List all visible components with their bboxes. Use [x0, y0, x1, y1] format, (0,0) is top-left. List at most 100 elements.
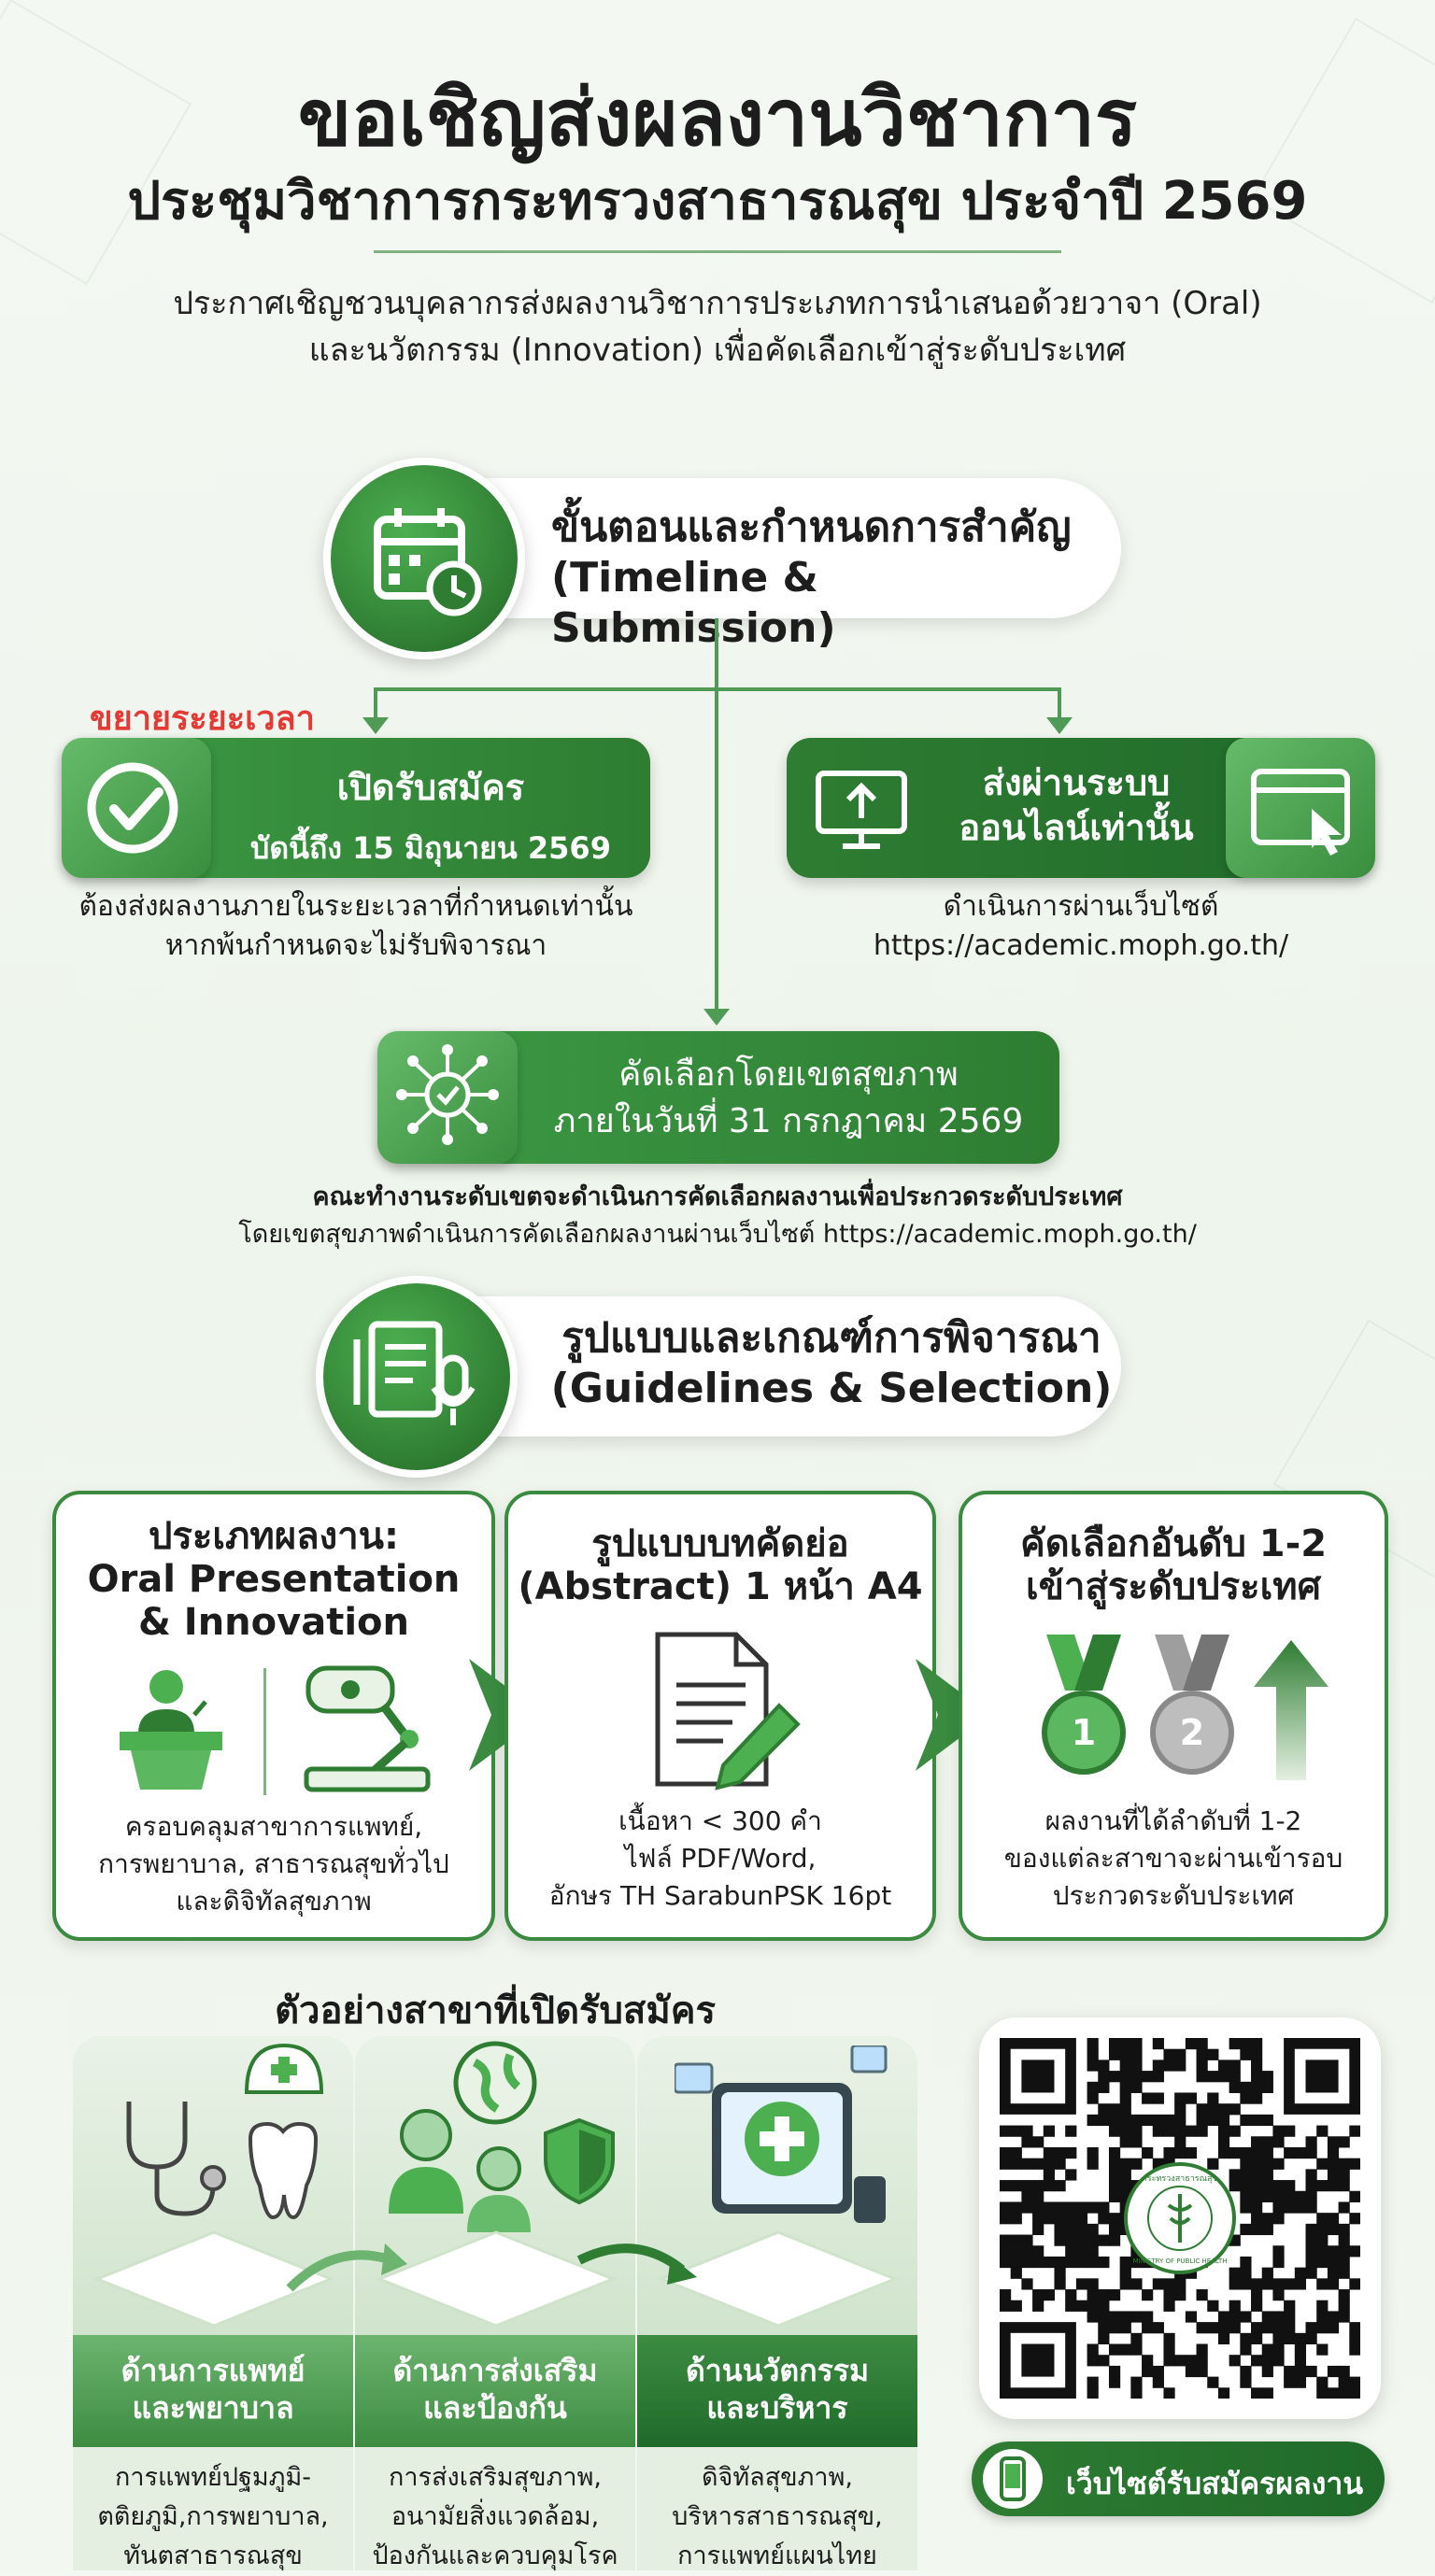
seal-bottom-text: MINISTRY OF PUBLIC HEALTH [1133, 2258, 1228, 2265]
card-text-line-2: การพยาบาล, สาธารณสุขทั่วไป [98, 1848, 449, 1879]
connector-line [715, 618, 718, 689]
connector-line [374, 687, 377, 721]
intro-line-1: ประกาศเชิญชวนบุคลากรส่งผลงานวิชาการประเภ… [173, 285, 1262, 322]
branch-desc-line-3: ทันตสาธารณสุข [123, 2541, 303, 2570]
region-selection-box: คัดเลือกโดยเขตสุขภาพ ภายในวันที่ 31 กรกฎ… [377, 1031, 1059, 1164]
region-selection-title: คัดเลือกโดยเขตสุขภาพ [618, 1055, 959, 1094]
card-text-line-1: ครอบคลุมสาขาการแพทย์, [124, 1811, 423, 1842]
branch-title-line-1: ด้านการส่งเสริม [392, 2353, 598, 2388]
intro-text: ประกาศเชิญชวนบุคลากรส่งผลงานวิชาการประเภ… [112, 280, 1323, 374]
extended-deadline-badge: ขยายระยะเวลา [90, 700, 315, 738]
timeline-heading-th: ขั้นตอนและกำหนดการสำคัญ [551, 503, 1072, 551]
medal-second-label: 2 [1180, 1712, 1204, 1753]
network-check-icon [377, 1031, 518, 1164]
branch-innovation-desc: ดิจิทัลสุขภาพ, บริหารสาธารณสุข, การแพทย์… [637, 2447, 917, 2570]
arrow-down-icon [703, 1009, 730, 1026]
card-title-line-3: & Innovation [138, 1601, 409, 1644]
upload-computer-icon [805, 751, 917, 863]
region-note-line-2: โดยเขตสุขภาพดำเนินการคัดเลือกผลงานผ่านเว… [238, 1220, 1197, 1249]
branch-title-line-2: และป้องกัน [423, 2390, 567, 2426]
card-text-line-2: ไฟล์ PDF/Word, [624, 1843, 817, 1874]
branch-title-line-1: ด้านการแพทย์ [121, 2353, 305, 2388]
curved-arrow-icon [286, 2243, 407, 2292]
guidelines-heading-th: รูปแบบและเกณฑ์การพิจารณา [561, 1314, 1101, 1362]
card-text-line-3: และดิจิทัลสุขภาพ [176, 1886, 372, 1917]
open-note-line-2: หากพ้นกำหนดจะไม่รับพิจารณา [164, 929, 547, 962]
open-registration-note: ต้องส่งผลงานภายในระยะเวลาที่กำหนดเท่านั้… [52, 887, 660, 966]
robot-arm-icon [304, 1665, 431, 1792]
region-selection-note: คณะทำงานระดับเขตจะดำเนินการคัดเลือกผลงาน… [149, 1179, 1286, 1253]
branch-desc-line-1: ดิจิทัลสุขภาพ, [702, 2463, 853, 2492]
branch-innovation-illustration [637, 2036, 917, 2354]
card-text-line-1: เนื้อหา < 300 คำ [618, 1805, 822, 1836]
nurse-cap-icon [244, 2043, 324, 2094]
card-text-line-3: ประกวดระดับประเทศ [1052, 1880, 1295, 1911]
tooth-icon [248, 2121, 319, 2220]
branch-desc-line-3: การแพทย์แผนไทย [677, 2541, 877, 2570]
timeline-heading-en: (Timeline & Submission) [551, 554, 836, 652]
qr-code-frame[interactable]: กระทรวงสาธารณสุข MINISTRY OF PUBLIC HEAL… [979, 2017, 1381, 2419]
card-text-line-1: ผลงานที่ได้ลำดับที่ 1-2 [1044, 1805, 1302, 1836]
platform-icon [92, 2230, 335, 2328]
medal-second-icon: 2 [1150, 1635, 1234, 1775]
national-selection-card: คัดเลือกอันดับ 1-2 เข้าสู่ระดับประเทศ 1 … [959, 1491, 1388, 1941]
document-pencil-icon [655, 1632, 801, 1790]
branch-desc-line-2: ตติยภูมิ,การพยาบาล, [97, 2502, 329, 2531]
card-title-line-2: เข้าสู่ระดับประเทศ [1025, 1565, 1321, 1608]
online-submission-box: ส่งผ่านระบบ ออนไลน์เท่านั้น [787, 738, 1375, 878]
branch-prevention-illustration [355, 2036, 635, 2354]
online-note-line-1: ดำเนินการผ่านเว็บไซต์ [943, 890, 1219, 923]
arrow-up-icon [1254, 1640, 1328, 1780]
open-note-line-1: ต้องส่งผลงานภายในระยะเวลาที่กำหนดเท่านั้… [78, 890, 633, 923]
stethoscope-icon [126, 2102, 226, 2216]
document-microphone-icon [316, 1276, 518, 1478]
open-registration-date: บัดนี้ถึง 15 มิถุนายน 2569 [250, 830, 611, 866]
branch-title-line-2: และพยาบาล [132, 2390, 294, 2426]
registration-website-label: เว็บไซต์รับสมัครผลงาน [1065, 2466, 1364, 2501]
registration-website-button[interactable]: เว็บไซต์รับสมัครผลงาน [972, 2442, 1385, 2516]
online-title-line-2: ออนไลน์เท่านั้น [959, 807, 1194, 848]
region-selection-date: ภายในวันที่ 31 กรกฎาคม 2569 [553, 1102, 1024, 1140]
online-submission-note: ดำเนินการผ่านเว็บไซต์ https://academic.m… [787, 887, 1375, 966]
branch-desc-line-1: การแพทย์ปฐมภูมิ- [114, 2463, 311, 2492]
podium-speaker-icon [120, 1670, 222, 1790]
connector-line [715, 689, 718, 1012]
branch-desc-line-3: ป้องกันและควบคุมโรค [372, 2541, 618, 2570]
medal-first-label: 1 [1072, 1712, 1096, 1753]
page-subtitle: ประชุมวิชาการกระทรวงสาธารณสุข ประจำปี 25… [127, 171, 1308, 232]
globe-icon [453, 2041, 537, 2125]
branch-desc-line-2: อนามัยสิ่งแวดล้อม, [391, 2502, 600, 2531]
card-text-line-3: อักษร TH SarabunPSK 16pt [548, 1880, 892, 1911]
card-title-line-1: คัดเลือกอันดับ 1-2 [1019, 1522, 1328, 1565]
chevron-right-icon [916, 1659, 990, 1771]
online-website-link[interactable]: https://academic.moph.go.th/ [873, 929, 1289, 962]
card-title-line-2: Oral Presentation [87, 1558, 461, 1601]
branch-medical-band: ด้านการแพทย์ และพยาบาล [73, 2335, 353, 2447]
browser-cursor-icon [1226, 738, 1375, 878]
people-icon [389, 2109, 531, 2232]
curved-arrow-icon [576, 2243, 697, 2285]
branch-title-line-2: และบริหาร [706, 2390, 848, 2426]
card-title-line-1: ประเภทผลงาน: [148, 1515, 400, 1558]
medal-first-icon: 1 [1042, 1635, 1126, 1775]
title-divider [374, 250, 1061, 253]
branch-prevention-desc: การส่งเสริมสุขภาพ, อนามัยสิ่งแวดล้อม, ป้… [355, 2447, 635, 2570]
tablet-medical-icon [675, 2045, 888, 2223]
platform-icon [657, 2230, 900, 2328]
branch-desc-line-2: บริหารสาธารณสุข, [672, 2502, 883, 2531]
platform-icon [375, 2230, 618, 2328]
page-title: ขอเชิญส่งผลงานวิชาการ [297, 72, 1138, 163]
online-title-line-1: ส่งผ่านระบบ [982, 762, 1171, 803]
branch-title-line-1: ด้านนวัตกรรม [685, 2353, 870, 2388]
card-title-line-1: รูปแบบบทคัดย่อ [591, 1522, 849, 1565]
connector-line [1058, 687, 1061, 721]
region-note-line-1: คณะทำงานระดับเขตจะดำเนินการคัดเลือกผลงาน… [312, 1182, 1123, 1211]
ministry-seal-icon: กระทรวงสาธารณสุข MINISTRY OF PUBLIC HEAL… [1124, 2162, 1236, 2274]
branch-medical-illustration [73, 2036, 353, 2354]
open-registration-box: เปิดรับสมัคร บัดนี้ถึง 15 มิถุนายน 2569 [62, 738, 650, 878]
abstract-format-card: รูปแบบบทคัดย่อ (Abstract) 1 หน้า A4 เนื้… [504, 1491, 936, 1941]
timeline-heading: ขั้นตอนและกำหนดการสำคัญ (Timeline & Subm… [551, 502, 1112, 654]
arrow-down-icon [362, 717, 389, 734]
calendar-clock-icon [323, 458, 525, 659]
open-registration-title: เปิดรับสมัคร [336, 767, 525, 808]
